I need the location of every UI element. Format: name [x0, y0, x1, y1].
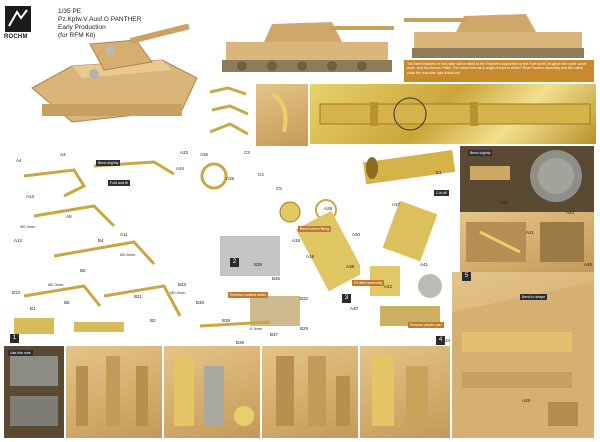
label-a43: A43 — [566, 210, 575, 215]
label-c3: C3 — [244, 150, 250, 155]
instruction-tag-2: Fold and fit — [108, 180, 130, 186]
fuel-tube-parts — [360, 146, 460, 196]
label-b5: B5 — [80, 268, 86, 273]
label-a21: A21 — [526, 230, 535, 235]
dimension-note-4: Ø0.4mm — [170, 290, 186, 295]
label-a9: A9 — [66, 214, 72, 219]
dimension-note-1: Ø0.3mm — [20, 224, 36, 229]
label-b37: B37 — [270, 332, 279, 337]
label-b21: B21 — [134, 294, 143, 299]
step-number-5: 5 — [462, 272, 471, 281]
instruction-tag-9: Bend to shape — [520, 294, 548, 300]
label-a35: A35 — [226, 176, 235, 181]
label-b36: B36 — [272, 276, 281, 281]
label-a30: A30 — [352, 232, 361, 237]
label-a19: A19 — [306, 254, 315, 259]
label-b35: B35 — [254, 262, 263, 267]
title-line-3: Early Production — [58, 24, 106, 31]
label-b13: B13 — [12, 290, 21, 295]
label-c4: C4 — [258, 172, 264, 177]
label-a3: A3 — [60, 152, 66, 157]
tank-render-main — [12, 18, 208, 138]
label-a34: A34 — [176, 166, 185, 171]
label-c5: C5 — [276, 186, 282, 191]
tank-side-view-left — [212, 10, 402, 82]
hatch-photo — [460, 146, 594, 212]
dimension-note-2: Ø0.5mm — [120, 252, 136, 257]
track-guard-photo — [460, 212, 594, 272]
label-a33: A33 — [180, 150, 189, 155]
instruction-tag-3: Cut off — [434, 190, 449, 196]
label-b4: B4 — [98, 238, 104, 243]
title-line-2: Pz.Kpfw.V Ausf.G PANTHER — [58, 16, 142, 23]
label-a45: A45 — [584, 262, 593, 267]
label-a38: A38 — [346, 264, 355, 269]
label-e1: E1 — [436, 170, 442, 175]
center-right-diagrams — [360, 196, 460, 346]
label-b1: B1 — [30, 306, 36, 311]
label-b38: B38 — [222, 318, 231, 323]
label-a41: A41 — [420, 262, 429, 267]
step-number-3: 3 — [342, 294, 351, 303]
bracket-parts-stack — [204, 84, 256, 146]
label-b34: B34 — [442, 338, 451, 343]
label-a20: A20 — [500, 200, 509, 205]
detail-photo-hook — [256, 84, 308, 146]
bottom-photo-4 — [262, 346, 358, 438]
step-number-1: 1 — [10, 334, 19, 343]
dimension-note-3: Ø0.3mm — [48, 282, 64, 287]
label-b39: B39 — [236, 340, 245, 345]
top-note: Two bent brackets in this plate will be … — [404, 60, 594, 82]
label-b29: B29 — [300, 326, 309, 331]
label-b23: B23 — [178, 282, 187, 287]
label-b2: B2 — [150, 318, 156, 323]
instruction-tag-6: Bend slightly — [468, 150, 493, 156]
instruction-tag-10: Remove plastic part — [408, 322, 444, 328]
center-assembly-diagrams — [190, 146, 360, 346]
title-line-1: 1/35 PE — [58, 8, 82, 15]
brand-name: ROCHM — [4, 34, 28, 40]
instruction-tag-8: Fit after assembly — [352, 280, 385, 286]
kit-title-block: 1/35 PE Pz.Kpfw.V Ausf.G PANTHER Early P… — [58, 8, 141, 40]
label-b32: B32 — [300, 296, 309, 301]
label-a18: A18 — [292, 238, 301, 243]
label-a11: A11 — [120, 232, 128, 237]
label-a40: A40 — [350, 306, 359, 311]
bottom-photo-2 — [66, 346, 162, 438]
label-b30: B30 — [196, 300, 205, 305]
instruction-tag-5: Remove molded detail — [228, 292, 268, 298]
label-a4: A4 — [16, 158, 22, 163]
tank-side-view-right — [404, 10, 594, 60]
step-number-2: 2 — [230, 258, 239, 267]
instruction-tag-4: Bend before fitting — [298, 226, 332, 232]
label-b6: B6 — [64, 300, 70, 305]
label-a36: A36 — [200, 152, 209, 157]
instruction-tag-1: Bend slightly — [96, 160, 121, 166]
label-a13: A13 — [26, 194, 35, 199]
dimension-note-5: 0.3mm — [250, 326, 263, 331]
bottom-photo-1 — [4, 346, 64, 438]
label-a25: A25 — [522, 398, 531, 403]
label-a12: A12 — [14, 238, 23, 243]
bottom-photo-3 — [164, 346, 260, 438]
instruction-tag-7: Use thin wire — [8, 350, 33, 356]
label-a37: A37 — [392, 202, 401, 207]
label-a42: A42 — [384, 284, 393, 289]
title-line-4: (for RFM Kit) — [58, 32, 96, 39]
left-assembly-diagrams — [4, 146, 190, 346]
tube-detail-photo — [310, 84, 596, 144]
label-a28: A28 — [324, 206, 333, 211]
rochm-logo — [5, 6, 31, 32]
step-number-4: 4 — [436, 336, 445, 345]
bottom-photo-5 — [360, 346, 450, 438]
